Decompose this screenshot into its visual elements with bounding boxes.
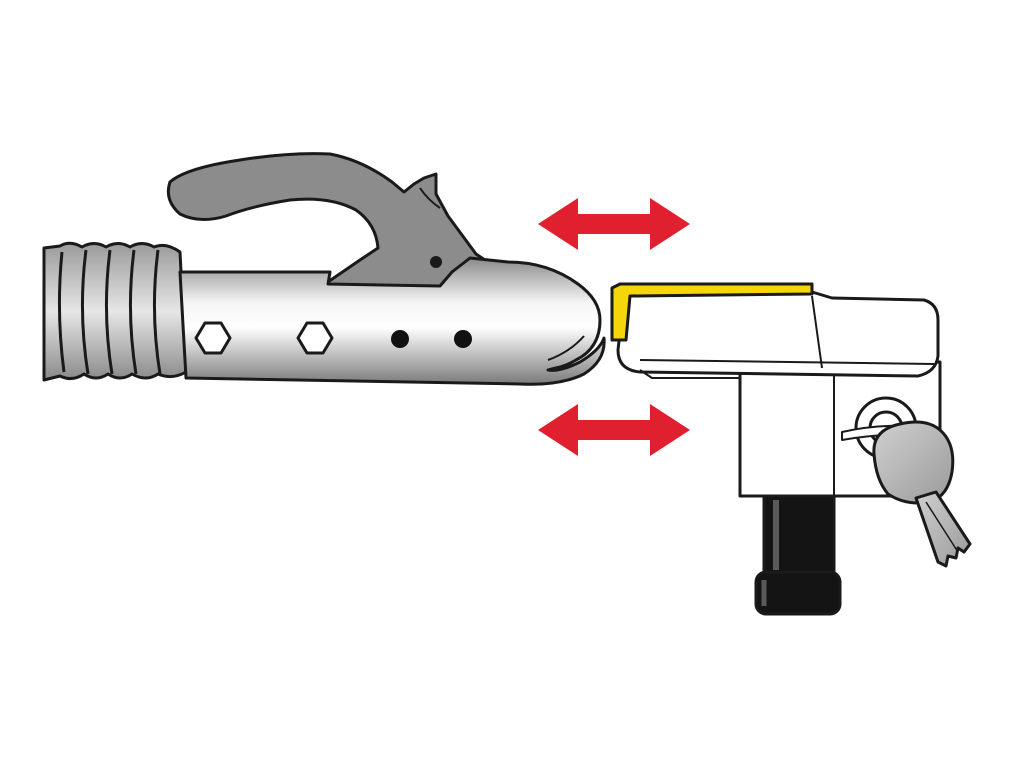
hole [391, 330, 409, 348]
hitch-lock-icon [610, 282, 942, 616]
handle-rivet [430, 256, 442, 268]
lock-yellow-pad [610, 282, 814, 342]
hex-bolt-icon [194, 321, 232, 355]
lock-pin-cap [754, 570, 842, 616]
double-headed-arrow-icon [538, 404, 690, 456]
double-headed-arrow-icon [538, 198, 690, 250]
coupling-handle [166, 152, 490, 290]
lock-cover [616, 290, 940, 378]
bellows [42, 241, 188, 382]
key-head [872, 420, 955, 505]
key-icon [872, 420, 972, 568]
hole [454, 330, 472, 348]
trailer-coupling-icon [42, 152, 606, 386]
hex-bolt-icon [296, 321, 334, 355]
coupling-tube [178, 256, 606, 386]
